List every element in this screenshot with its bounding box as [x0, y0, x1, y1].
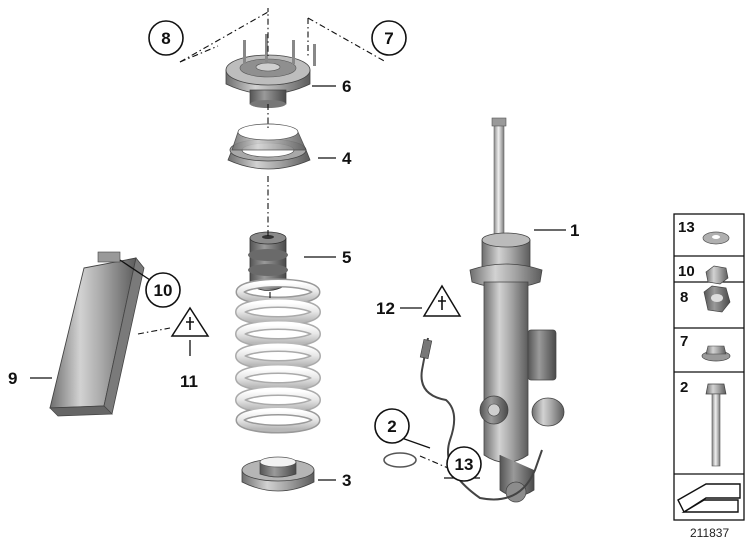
top-mount-part — [225, 34, 316, 108]
callout-2-ring — [374, 408, 410, 444]
control-unit-part — [49, 251, 145, 417]
panel-label-13: 13 — [678, 219, 695, 236]
callout-6: 6 — [342, 77, 351, 96]
callout-13: 13 — [455, 455, 474, 474]
callout-10-ring — [145, 272, 181, 308]
callout-1: 1 — [570, 221, 579, 240]
callout-11: 11 — [180, 372, 198, 391]
shock-absorber-part — [469, 117, 565, 503]
panel-label-10: 10 — [678, 263, 695, 280]
callout-9: 9 — [8, 369, 17, 388]
callout-4: 4 — [342, 149, 352, 168]
document-number: 211837 — [690, 526, 729, 540]
lower-spring-pad-part — [241, 456, 315, 492]
callout-12: 12 — [376, 299, 395, 318]
callout-5: 5 — [342, 248, 351, 267]
hardware-panel: 13 10 8 7 2 — [673, 213, 745, 521]
callout-7-ring — [371, 20, 407, 56]
assembly-centerline — [267, 104, 271, 300]
panel-label-2: 2 — [680, 379, 688, 396]
callout-13-ring — [446, 446, 482, 482]
warning-symbol-11 — [170, 306, 210, 337]
callout-10: 10 — [154, 281, 173, 300]
spring-seat-part — [227, 123, 311, 170]
bump-stop-part — [248, 231, 288, 291]
callout-2: 2 — [387, 417, 396, 436]
cable-clip — [383, 452, 417, 468]
warning-symbol-12 — [422, 284, 462, 317]
leader-lines — [30, 8, 566, 481]
panel-label-7: 7 — [680, 333, 688, 350]
sensor-cable — [420, 337, 543, 501]
coil-spring-part — [235, 278, 321, 434]
callout-7: 7 — [384, 29, 393, 48]
panel-label-8: 8 — [680, 289, 688, 306]
callout-8-ring — [148, 20, 184, 56]
flange-nut-icon — [705, 265, 729, 285]
callout-3: 3 — [342, 471, 351, 490]
callout-8: 8 — [161, 29, 170, 48]
bolt-icon — [705, 383, 727, 395]
